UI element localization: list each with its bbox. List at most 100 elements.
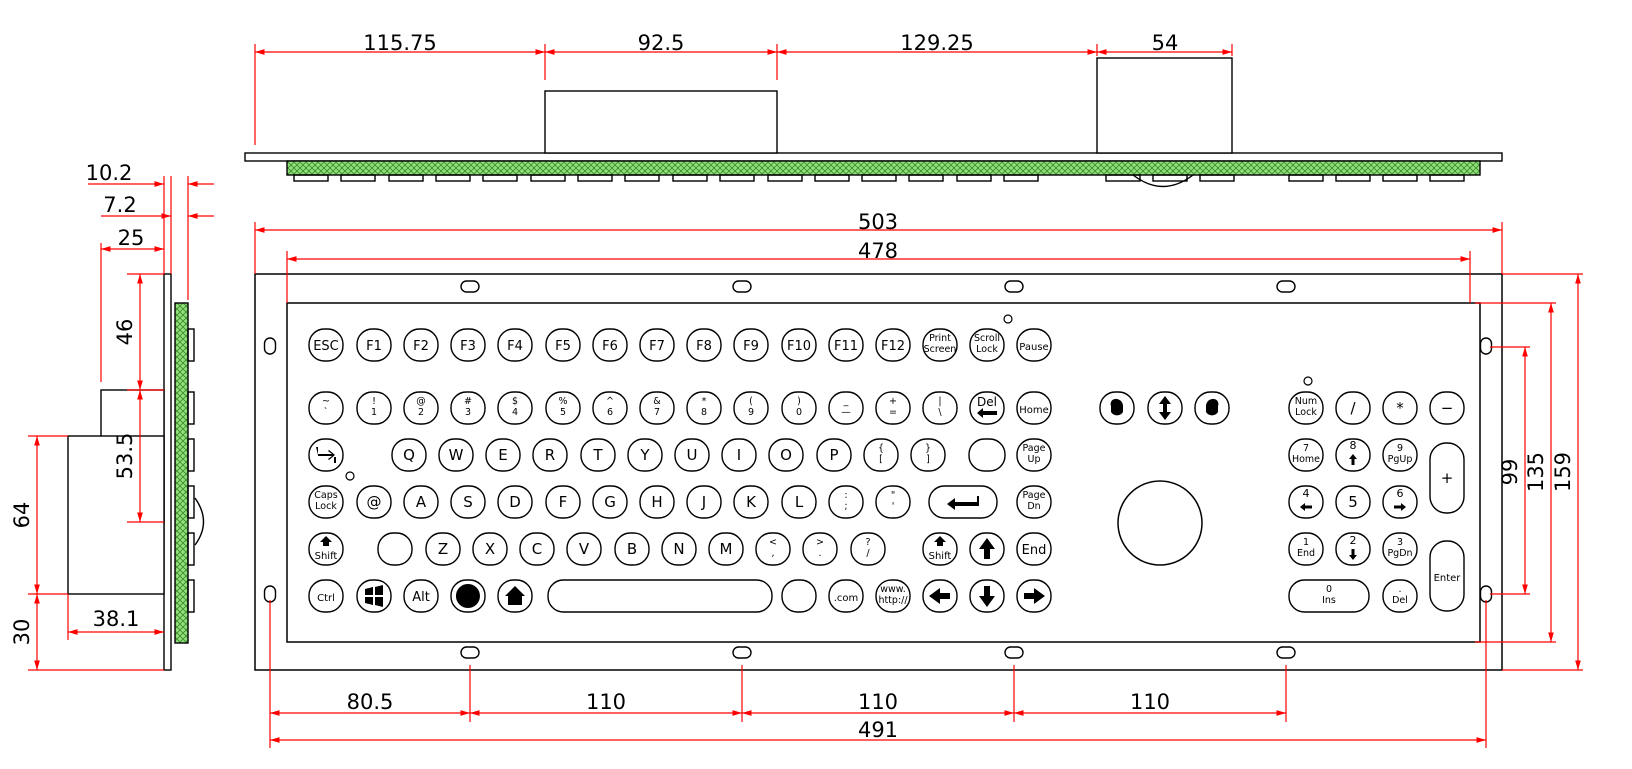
num-5-key[interactable]: 5 [1335,485,1371,519]
shift-key[interactable]: Shift [922,532,958,566]
del-key[interactable]: Del [969,391,1005,425]
f4-key[interactable]: F4 [497,328,533,362]
ctrl-key[interactable]: Ctrl [308,579,344,613]
enter-key[interactable] [928,485,998,519]
num-2-key[interactable]: 2 [1335,532,1371,566]
arrow-down-key[interactable] [969,579,1005,613]
h-key[interactable]: H [639,485,675,519]
7-key[interactable]: &7 [639,391,675,425]
num-4-key[interactable]: 4 [1288,485,1324,519]
b9-key[interactable]: <, [755,532,791,566]
arrow-left-key[interactable] [922,579,958,613]
9-key[interactable]: (9 [733,391,769,425]
h12-key[interactable]: "' [875,485,911,519]
f8-key[interactable]: F8 [686,328,722,362]
a-key[interactable]: A [403,485,439,519]
f3-key[interactable]: F3 [450,328,486,362]
m-key[interactable]: M [708,532,744,566]
mouse-left-button[interactable] [1099,391,1135,425]
n-key[interactable]: N [661,532,697,566]
num-del-key[interactable]: .Del [1382,579,1418,613]
num-multiply-key[interactable]: * [1382,391,1418,425]
q-key[interactable]: Q [391,438,427,472]
z-key[interactable]: Z [425,532,461,566]
4-key[interactable]: $4 [497,391,533,425]
b1-key[interactable] [377,532,413,566]
home-key[interactable]: Home [1016,391,1052,425]
num-plus-key[interactable]: + [1429,442,1465,514]
q12-key[interactable] [968,438,1006,472]
3-key[interactable]: #3 [450,391,486,425]
dotcom-key[interactable]: .com [828,579,864,613]
d-key[interactable]: D [497,485,533,519]
0-key[interactable]: )0 [781,391,817,425]
k-key[interactable]: K [733,485,769,519]
x-key[interactable]: X [472,532,508,566]
blank-key[interactable] [781,579,817,613]
www-key[interactable]: www.http:// [875,579,911,613]
num-6-key[interactable]: 6 [1382,485,1418,519]
b-key[interactable]: B [614,532,650,566]
num11-key[interactable]: _— [828,391,864,425]
p-key[interactable]: P [816,438,852,472]
esc-key[interactable]: ESC [308,328,344,362]
mouse-right-button[interactable] [1194,391,1230,425]
windows-key[interactable] [356,579,392,613]
f11-key[interactable]: F11 [828,328,864,362]
f12-key[interactable]: F12 [875,328,911,362]
scroll-button[interactable] [1147,391,1183,425]
f6-key[interactable]: F6 [592,328,628,362]
j-key[interactable]: J [686,485,722,519]
s-key[interactable]: S [450,485,486,519]
num13-key[interactable]: |\ [922,391,958,425]
5-key[interactable]: %5 [545,391,581,425]
end-key[interactable]: End [1016,532,1052,566]
q11-key[interactable]: }] [910,438,946,472]
f5-key[interactable]: F5 [545,328,581,362]
b10-key[interactable]: >. [802,532,838,566]
f7-key[interactable]: F7 [639,328,675,362]
h1-key[interactable]: @ [356,485,392,519]
tab-key[interactable] [308,438,344,472]
r-key[interactable]: R [532,438,568,472]
shift-key[interactable]: Shift [308,532,344,566]
num-minus-key[interactable]: − [1429,391,1465,425]
home-icon-key[interactable] [497,579,533,613]
y-key[interactable]: Y [627,438,663,472]
8-key[interactable]: *8 [686,391,722,425]
i-key[interactable]: I [721,438,757,472]
space-key[interactable] [547,579,773,613]
num0-key[interactable]: ~` [308,391,344,425]
g-key[interactable]: G [592,485,628,519]
u-key[interactable]: U [674,438,710,472]
f1-key[interactable]: F1 [356,328,392,362]
f2-key[interactable]: F2 [403,328,439,362]
v-key[interactable]: V [566,532,602,566]
num-8-key[interactable]: 8 [1335,438,1371,472]
f-key[interactable]: F [545,485,581,519]
2-key[interactable]: @2 [403,391,439,425]
alt-key[interactable]: Alt [403,579,439,613]
back-key[interactable] [450,579,486,613]
num12-key[interactable]: += [875,391,911,425]
1-key[interactable]: !1 [356,391,392,425]
q10-key[interactable]: {[ [863,438,899,472]
num-enter-key[interactable]: Enter [1429,540,1465,612]
o-key[interactable]: O [768,438,804,472]
pause-key[interactable]: Pause [1016,328,1052,362]
arrow-up-key[interactable] [969,532,1005,566]
l-key[interactable]: L [781,485,817,519]
b11-key[interactable]: ?/ [850,532,886,566]
t-key[interactable]: T [580,438,616,472]
6-key[interactable]: ^6 [592,391,628,425]
